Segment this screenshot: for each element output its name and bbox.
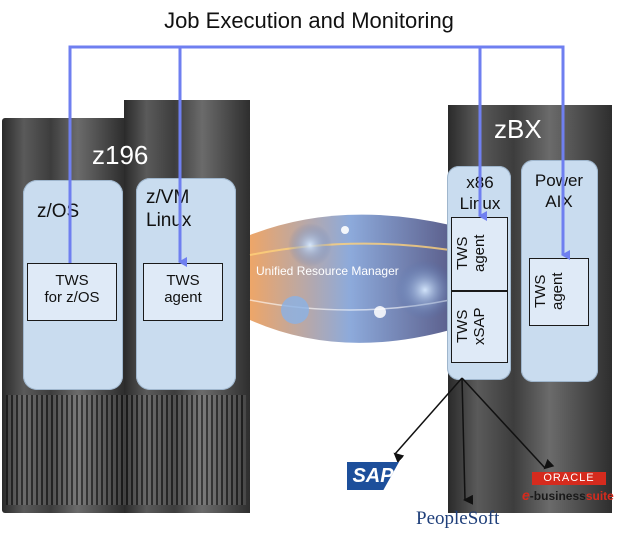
- unified-resource-manager-label: Unified Resource Manager: [256, 264, 399, 278]
- diagram-title: Job Execution and Monitoring: [164, 8, 454, 33]
- tws-for-zos-line2: for z/OS: [44, 289, 100, 306]
- z196-label: z196: [92, 140, 149, 170]
- tws-for-zos-line1: TWS: [55, 272, 89, 289]
- tws-agent-x86-box: TWS agent: [451, 217, 508, 291]
- tws-xsap-box: TWS xSAP: [451, 291, 508, 363]
- network-band: [249, 214, 455, 343]
- lpar-power-label-line2: AIX: [545, 192, 573, 211]
- tws-for-zos-box: TWS for z/OS: [27, 263, 117, 321]
- monitoring-connector: [68, 45, 570, 267]
- lpar-power-label-line1: Power: [534, 171, 584, 190]
- zbx-label: zBX: [494, 114, 542, 144]
- ebs-e: e: [522, 487, 530, 503]
- integration-arrows: [393, 377, 555, 505]
- lpar-zvm-label-line1: z/VM: [146, 187, 190, 208]
- z196-grill: [6, 395, 246, 505]
- tws-agent-zvm-box: TWS agent: [143, 263, 223, 321]
- ebs-business: -business: [529, 489, 586, 503]
- ebusiness-suite-text: e-businesssuite: [522, 487, 614, 503]
- oracle-wordmark: ORACLE: [532, 472, 606, 485]
- tws-agent-zvm-line2: agent: [164, 289, 202, 306]
- peoplesoft-logo: PeopleSoft: [416, 508, 500, 529]
- tws-agent-zvm-line1: TWS: [166, 272, 200, 289]
- ebs-suite: suite: [585, 489, 614, 503]
- tws-agent-aix-box: TWS agent: [529, 258, 589, 326]
- oracle-ebs-logo: ORACLE e-businesssuite: [522, 472, 614, 503]
- lpar-power-aix-label: Power AIX: [524, 170, 594, 212]
